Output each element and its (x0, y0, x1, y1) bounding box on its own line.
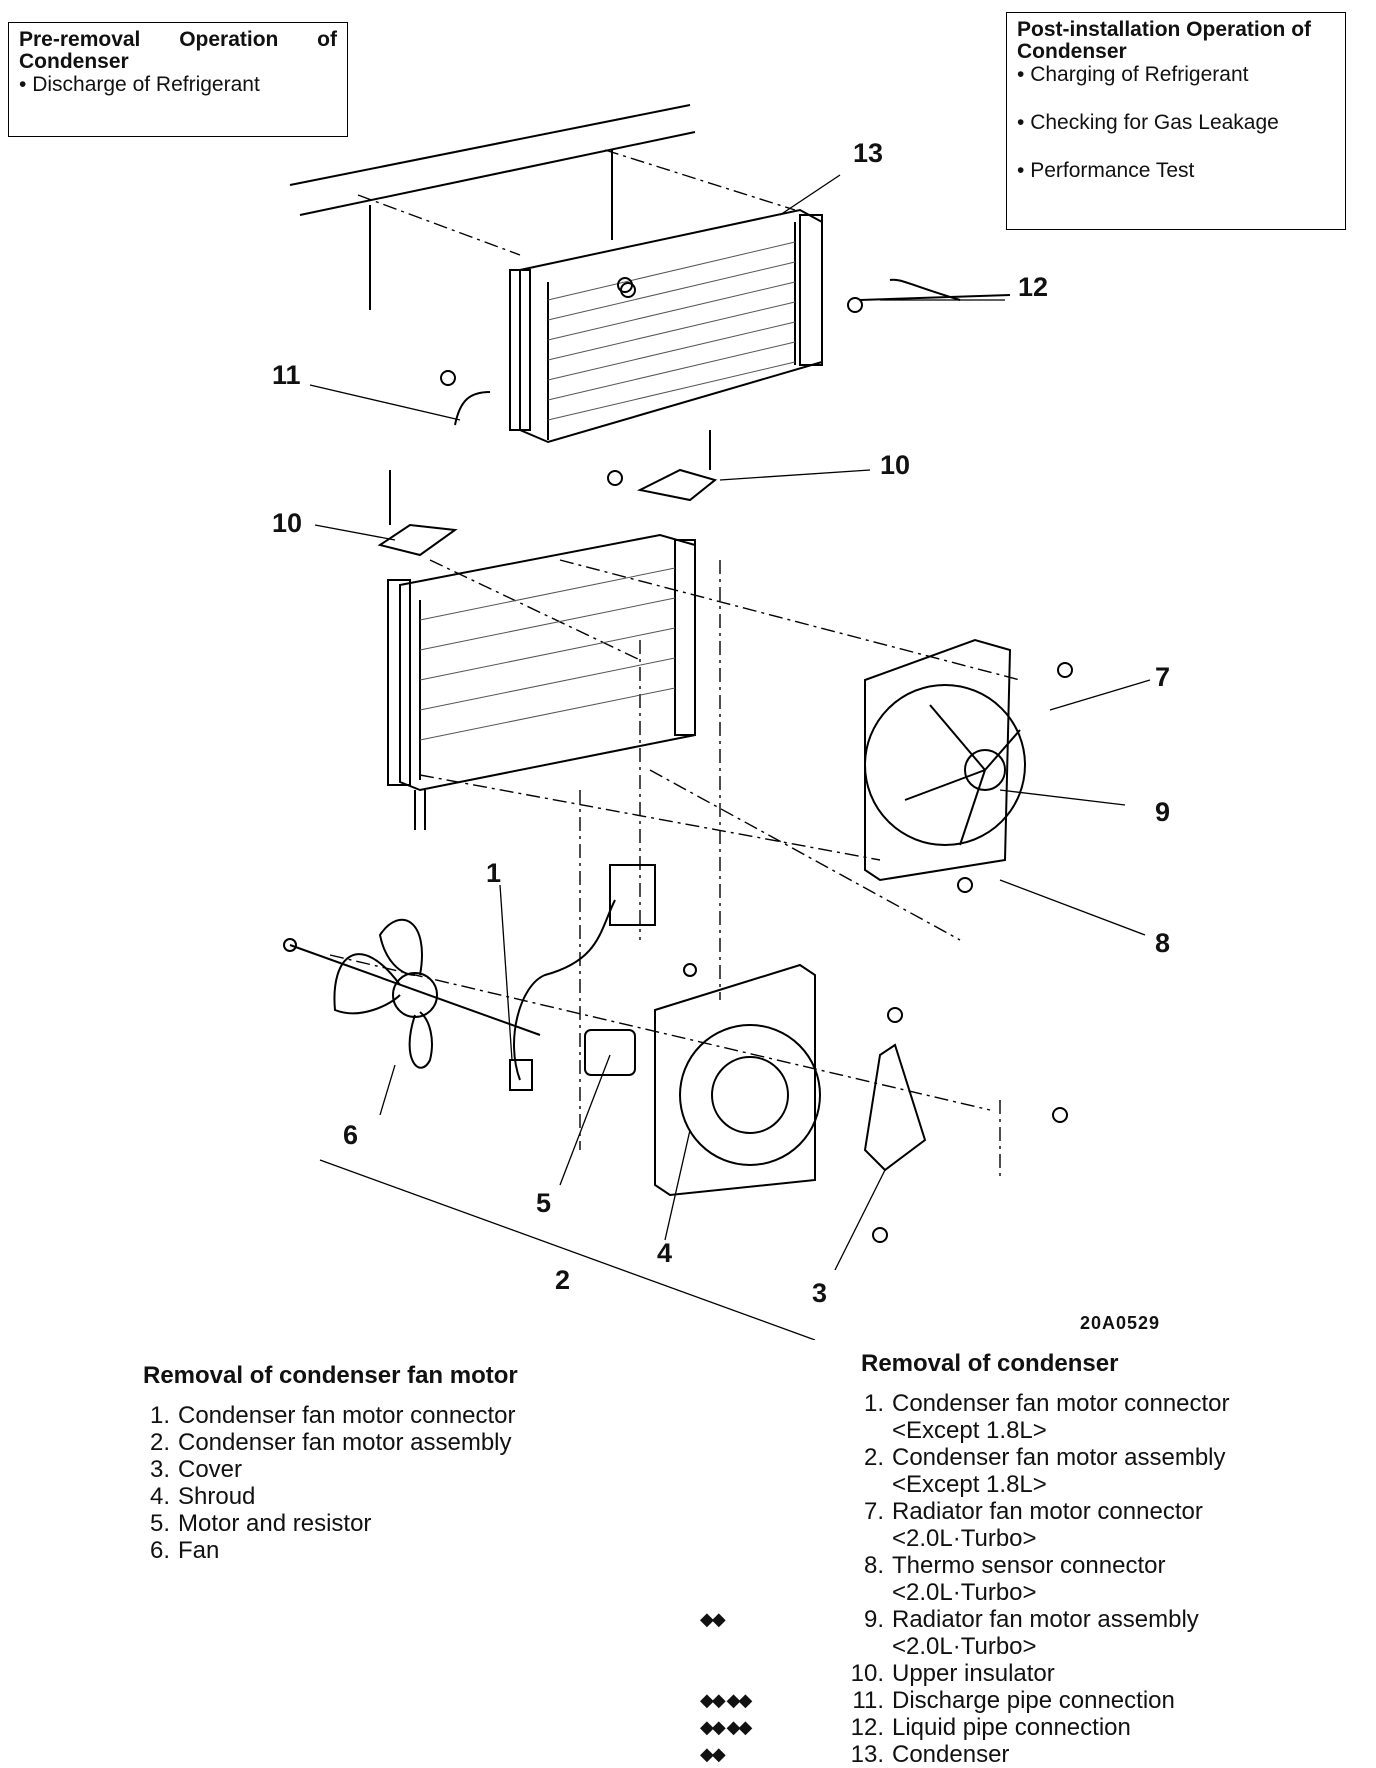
list-item: 10.Upper insulator (850, 1660, 1055, 1687)
condenser-removal-title: Removal of condenser (861, 1350, 1119, 1377)
pre-removal-title: Pre-removal Operation of Condenser (19, 28, 337, 73)
callout-9: 9 (1155, 797, 1171, 827)
body-frame (289, 104, 1011, 310)
upper-insulator-brackets (377, 430, 718, 557)
procedure-marks-icon: ◆◆ (700, 1609, 726, 1629)
callout-5: 5 (536, 1188, 552, 1218)
list-item: ◆◆13.Condenser (700, 1741, 1010, 1768)
list-item: ◆◆ ◆◆12.Liquid pipe connection (700, 1714, 1131, 1741)
list-item: ◆◆ ◆◆11.Discharge pipe connection (700, 1687, 1175, 1714)
bolts (283, 282, 1073, 1243)
list-item: 1.Condenser fan motor connector<Except 1… (863, 1390, 1230, 1444)
list-item: 3.Cover (149, 1456, 243, 1483)
fan (289, 918, 541, 1069)
list-item: 2.Condenser fan motor assembly (149, 1429, 512, 1456)
condenser-removal-list: 1.Condenser fan motor connector<Except 1… (700, 1390, 1230, 1768)
motor-and-resistor (509, 864, 656, 1091)
pre-removal-item: • Discharge of Refrigerant (19, 73, 260, 96)
callout-3: 3 (812, 1278, 828, 1308)
procedure-marks-icon: ◆◆ (700, 1744, 726, 1764)
callout-2: 2 (555, 1265, 571, 1295)
shroud (654, 963, 821, 1197)
list-item: 4.Shroud (149, 1483, 256, 1510)
post-installation-title: Post-installation Operation of Condenser (1017, 18, 1312, 63)
callout-7: 7 (1155, 662, 1171, 692)
fan-motor-removal-title: Removal of condenser fan motor (143, 1362, 518, 1389)
callout-12: 12 (1018, 272, 1049, 302)
list-item: 7.Radiator fan motor connector<2.0L·Turb… (863, 1498, 1203, 1552)
list-item: 8.Thermo sensor connector<2.0L·Turbo> (863, 1552, 1166, 1606)
post-installation-item: • Performance Test (1017, 159, 1195, 182)
procedure-marks-icon: ◆◆ ◆◆ (700, 1690, 752, 1710)
list-item: 1.Condenser fan motor connector (149, 1402, 516, 1429)
callout-10-right: 10 (880, 450, 911, 480)
list-item: ◆◆9.Radiator fan motor assembly<2.0L·Tur… (700, 1606, 1199, 1660)
callout-4: 4 (657, 1238, 673, 1268)
callout-leaders (309, 174, 1151, 1340)
list-item: 5.Motor and resistor (149, 1510, 372, 1537)
callout-1: 1 (486, 858, 502, 888)
list-item: 6.Fan (149, 1537, 220, 1564)
post-installation-item: • Checking for Gas Leakage (1017, 111, 1279, 134)
callout-6: 6 (343, 1120, 359, 1150)
post-installation-item: • Charging of Refrigerant (1017, 63, 1249, 86)
radiator (387, 533, 696, 830)
radiator-fan-assembly (864, 638, 1026, 882)
fan-motor-removal-list: 1.Condenser fan motor connector 2.Conden… (136, 1402, 516, 1564)
list-item: 2.Condenser fan motor assembly<Except 1.… (863, 1444, 1226, 1498)
figure-reference-code: 20A0529 (1080, 1313, 1161, 1333)
callout-13: 13 (853, 138, 884, 168)
callout-11: 11 (272, 360, 301, 390)
callout-8: 8 (1155, 928, 1171, 958)
cover (863, 1043, 927, 1172)
callout-10-left: 10 (272, 508, 303, 538)
pre-removal-box: Pre-removal Operation of Condenser • Dis… (8, 22, 348, 137)
post-installation-box: Post-installation Operation of Condenser… (1006, 12, 1346, 230)
procedure-marks-icon: ◆◆ ◆◆ (700, 1717, 752, 1737)
alignment-lines (329, 149, 1021, 1180)
condenser (509, 208, 823, 444)
exploded-view-diagram (283, 104, 1151, 1340)
